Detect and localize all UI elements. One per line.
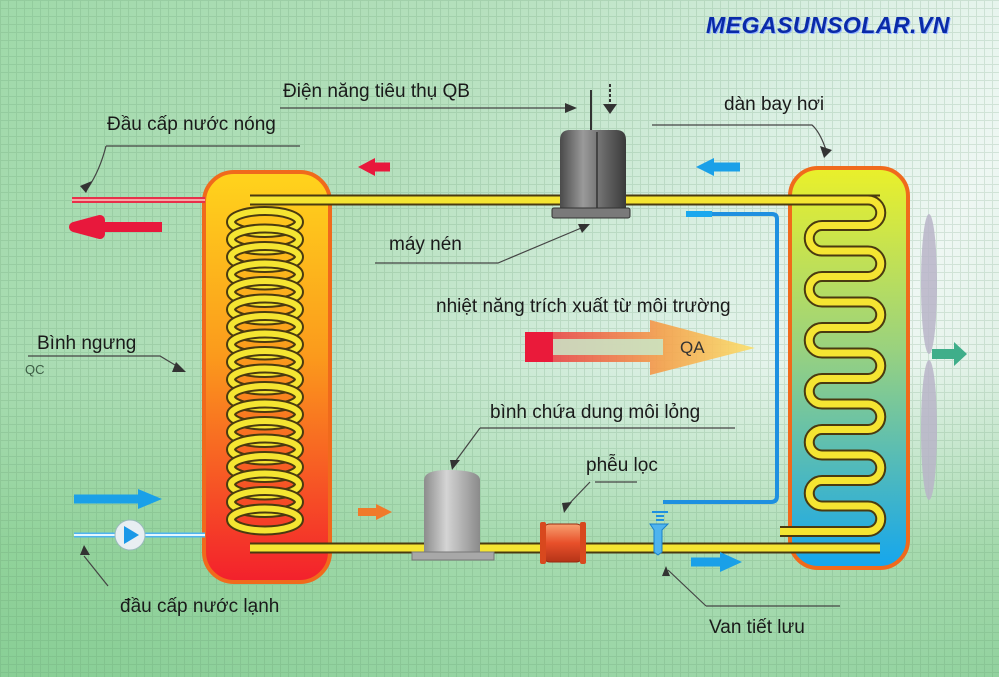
leader-arrowheads (80, 103, 832, 576)
label-hot-water-outlet: Đầu cấp nước nóng (107, 114, 276, 135)
label-filter: phễu lọc (586, 455, 658, 476)
label-heat-qc: QC (25, 362, 45, 377)
refrigerant-pipe (250, 194, 880, 554)
label-heat-qa: QA (680, 338, 705, 357)
fan-icon (921, 214, 967, 500)
label-compressor: máy nén (389, 234, 462, 255)
leader-lines (28, 107, 840, 607)
sensor-bulb (686, 211, 712, 217)
coil-turn (228, 505, 302, 534)
label-evaporator: dàn bay hơi (724, 94, 825, 115)
expansion-valve-icon (649, 511, 670, 556)
liquid-arrowhead (376, 504, 392, 520)
label-liquid-receiver: bình chứa dung môi lỏng (490, 402, 701, 423)
condenser-coil (226, 206, 304, 536)
label-expansion-valve: Van tiết lưu (709, 617, 805, 638)
liquid-receiver-icon (411, 470, 495, 561)
power-input-arrow-icon (603, 104, 617, 114)
expansion-flow-arrowhead (720, 552, 742, 572)
label-electric-input: Điện năng tiêu thụ QB (283, 81, 470, 102)
airflow-arrow-icon (932, 342, 967, 366)
vapor-arrowhead (696, 158, 714, 176)
label-condenser: Bình ngưng (37, 333, 137, 354)
label-ambient-heat: nhiệt năng trích xuất từ môi trường (436, 296, 731, 317)
water-pump-icon (114, 519, 146, 551)
capillary-line (663, 212, 779, 504)
compressor-icon (551, 84, 631, 219)
ambient-heat-arrow-icon (525, 320, 755, 375)
filter-icon (540, 522, 586, 564)
hot-water-out-arrow-icon (69, 215, 162, 239)
cold-water-in-arrowhead (138, 489, 162, 509)
brand-logo: MEGASUNSOLAR.VN (706, 12, 950, 38)
evaporator-coil-inner (780, 196, 885, 535)
hot-refrigerant-arrowhead (358, 158, 375, 176)
label-cold-water-inlet: đầu cấp nước lạnh (120, 596, 280, 617)
